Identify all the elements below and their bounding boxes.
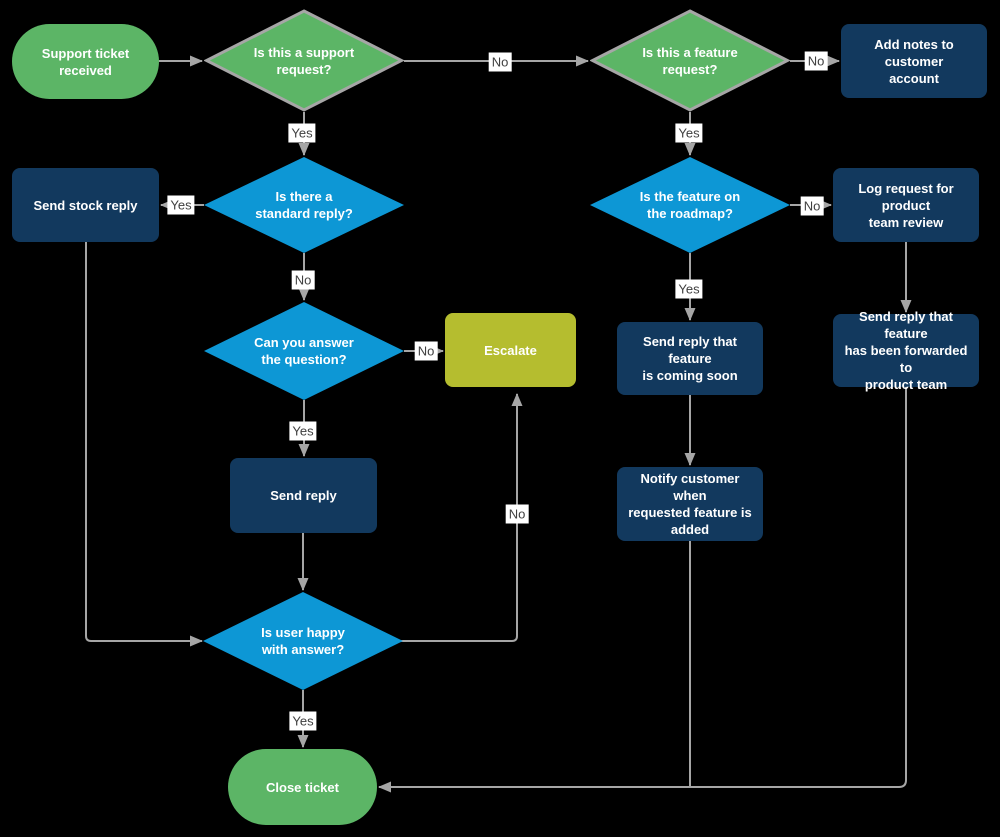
node-reply-coming-soon: Send reply that feature is coming soon	[617, 322, 763, 395]
node-q-user-happy: Is user happy with answer?	[203, 592, 403, 690]
node-start: Support ticket received	[12, 24, 159, 99]
edge-label-roadmap-no: No	[800, 196, 824, 216]
node-add-notes: Add notes to customer account	[841, 24, 987, 98]
node-q-roadmap-label: Is the feature on the roadmap?	[639, 189, 741, 221]
node-q-standard-reply-label: Is there a standard reply?	[255, 189, 353, 221]
diamond-shape	[204, 302, 404, 400]
node-notify-customer: Notify customer when requested feature i…	[617, 467, 763, 541]
node-q-can-answer-label: Can you answer the question?	[254, 335, 354, 367]
edge-label-standard-yes: Yes	[167, 195, 195, 215]
node-q-user-happy-label: Is user happy with answer?	[261, 625, 345, 657]
edge-stockreply-to-userhappy	[85, 242, 203, 647]
node-log-request-label: Log request for product team review	[858, 180, 954, 230]
diamond-shape	[204, 9, 404, 112]
edge-label-standard-no: No	[291, 270, 315, 290]
diamond-shape	[590, 157, 790, 253]
node-reply-coming-soon-label: Send reply that feature is coming soon	[642, 334, 738, 383]
node-q-can-answer: Can you answer the question?	[204, 302, 404, 400]
node-close-ticket-label: Close ticket	[266, 779, 339, 795]
node-q-feature-request-label: Is this a feature request?	[642, 44, 738, 77]
edge-label-cananswer-no: No	[414, 341, 438, 361]
node-send-stock-reply-label: Send stock reply	[33, 197, 138, 213]
edge-forwarded-to-close	[378, 387, 907, 793]
edge-label-support-yes: Yes	[288, 123, 316, 143]
node-q-roadmap: Is the feature on the roadmap?	[590, 157, 790, 253]
node-q-feature-request: Is this a feature request?	[590, 9, 790, 112]
edge-label-userhappy-yes: Yes	[289, 711, 317, 731]
edge-label-userhappy-no: No	[505, 504, 529, 524]
diamond-shape	[590, 9, 790, 112]
node-q-support-request: Is this a support request?	[204, 9, 404, 112]
node-reply-forwarded-label: Send reply that feature has been forward…	[844, 309, 968, 392]
node-q-support-request-label: Is this a support request?	[253, 44, 355, 77]
node-add-notes-label: Add notes to customer account	[874, 36, 954, 86]
edge-userhappy-no-to-escalate	[401, 393, 523, 642]
edge-label-feature-no: No	[804, 51, 828, 71]
node-escalate-label: Escalate	[484, 342, 537, 358]
node-log-request: Log request for product team review	[833, 168, 979, 242]
node-close-ticket: Close ticket	[228, 749, 377, 825]
node-send-reply: Send reply	[230, 458, 377, 533]
node-notify-customer-label: Notify customer when requested feature i…	[628, 471, 752, 537]
edge-label-support-no: No	[488, 52, 512, 72]
diamond-shape	[203, 592, 403, 690]
node-reply-forwarded: Send reply that feature has been forward…	[833, 309, 979, 392]
edge-label-roadmap-yes: Yes	[675, 279, 703, 299]
diamond-shape	[204, 157, 404, 253]
node-send-reply-label: Send reply	[270, 488, 337, 503]
edge-label-feature-yes: Yes	[675, 123, 703, 143]
node-q-standard-reply: Is there a standard reply?	[204, 157, 404, 253]
node-send-stock-reply: Send stock reply	[12, 168, 159, 242]
node-escalate: Escalate	[445, 313, 576, 387]
edge-label-cananswer-yes: Yes	[289, 421, 317, 441]
node-start-label: Support ticket received	[41, 45, 130, 78]
